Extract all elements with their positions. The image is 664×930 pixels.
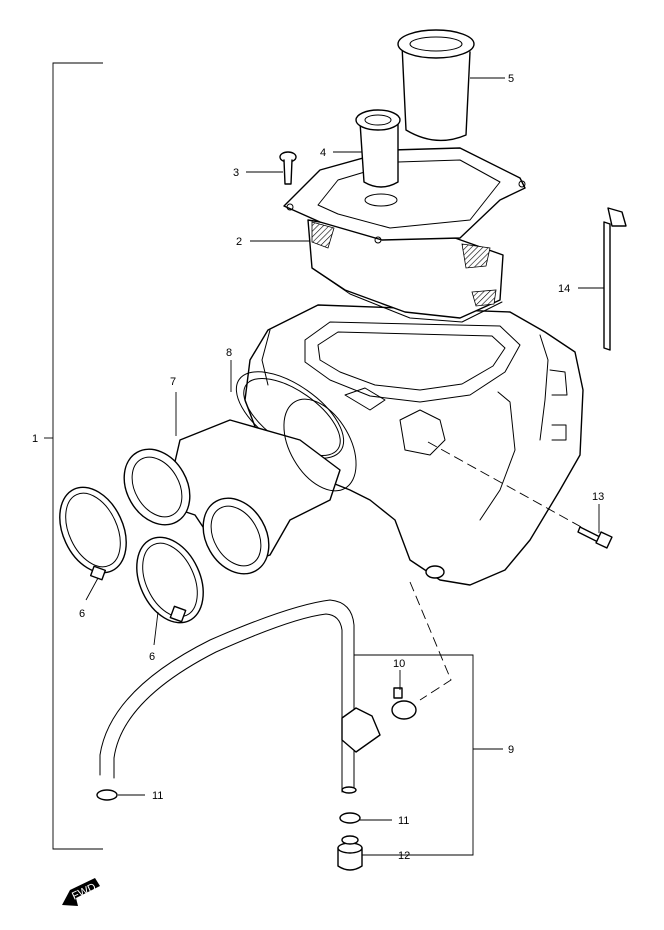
hose-clamp-a (59, 486, 127, 581)
callout-9: 9 (508, 744, 514, 756)
callout-3: 3 (233, 167, 239, 179)
callout-1: 1 (32, 433, 38, 445)
callout-2: 2 (236, 236, 242, 248)
callout-11-right: 11 (398, 815, 409, 827)
callout-8: 8 (226, 347, 232, 359)
intake-duct (123, 398, 357, 575)
assembly-bracket (44, 62, 103, 850)
callout-14: 14 (558, 283, 570, 295)
fwd-label: FWD (70, 881, 98, 902)
tie-band (603, 207, 627, 351)
callout-5: 5 (508, 73, 514, 85)
small-clamp-a (96, 789, 118, 801)
callout-12: 12 (398, 850, 410, 862)
callout-leaders (85, 77, 604, 856)
mounting-bolt (577, 526, 613, 549)
callout-6-upper: 6 (79, 608, 85, 620)
screw-part (279, 151, 297, 185)
callout-4: 4 (320, 147, 326, 159)
air-cleaner-element (307, 219, 504, 323)
drain-plug (337, 835, 363, 871)
hose-clip (391, 687, 417, 720)
callout-7: 7 (170, 376, 176, 388)
drain-hose (99, 599, 381, 794)
callout-10: 10 (393, 658, 405, 670)
hose-clamp-b (136, 536, 204, 624)
callout-11-left: 11 (152, 790, 163, 802)
callout-13: 13 (592, 491, 604, 503)
callout-6-lower: 6 (149, 651, 155, 663)
drain-dashed-leader (409, 581, 452, 701)
forward-arrow-icon: FWD (62, 878, 100, 906)
small-clamp-b (339, 812, 361, 824)
inlet-tube-small (355, 109, 401, 207)
outlet-tube-large (397, 29, 475, 142)
